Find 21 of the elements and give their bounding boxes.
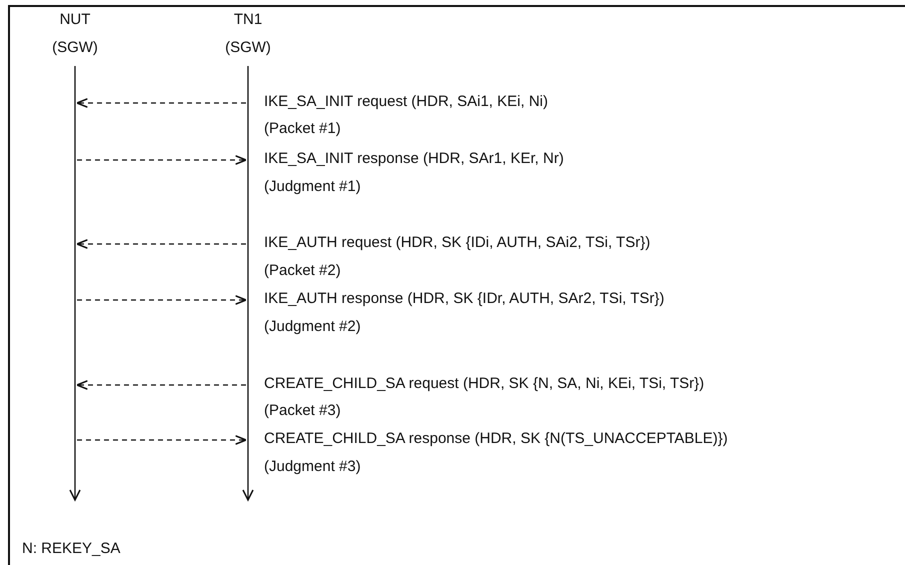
message-arrow: [77, 295, 247, 305]
message-note: (Judgment #2): [264, 318, 361, 336]
message-note: (Packet #1): [264, 120, 341, 138]
message-label: IKE_AUTH request (HDR, SK {IDi, AUTH, SAi2, TSi, TSr}): [264, 234, 650, 252]
message-label: IKE_AUTH response (HDR, SK {IDr, AUTH, SAr2, TSi, TSr}): [264, 290, 664, 308]
message-label: CREATE_CHILD_SA request (HDR, SK {N, SA, Ni, KEi, TSi, TSr}): [264, 375, 704, 393]
message-label: CREATE_CHILD_SA response (HDR, SK {N(TS_UNACCEPTABLE)}): [264, 430, 728, 448]
message-arrow: [76, 98, 246, 108]
message-arrow: [77, 435, 247, 445]
participant-label: NUT (SGW): [51, 10, 99, 58]
message-arrow: [76, 239, 246, 249]
message-note: (Judgment #3): [264, 458, 361, 476]
participant-label: TN1 (SGW): [224, 10, 272, 58]
message-arrow: [76, 380, 246, 390]
message-arrow: [77, 155, 247, 165]
message-label: IKE_SA_INIT request (HDR, SAi1, KEi, Ni): [264, 93, 548, 111]
message-note: (Packet #2): [264, 262, 341, 280]
message-note: (Judgment #1): [264, 178, 361, 196]
message-label: IKE_SA_INIT response (HDR, SAr1, KEr, Nr): [264, 150, 564, 168]
footnote: N: REKEY_SA: [22, 540, 120, 558]
message-note: (Packet #3): [264, 402, 341, 420]
